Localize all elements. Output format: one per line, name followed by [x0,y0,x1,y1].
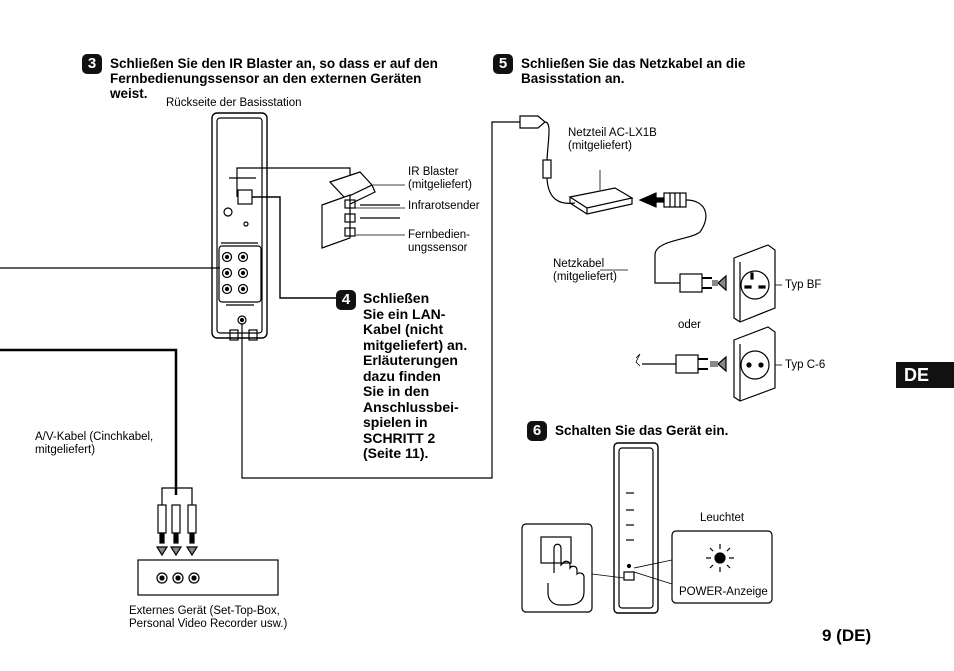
power-cable-label: Netzkabel (mitgeliefert) [553,258,617,284]
adapter-label: Netzteil AC-LX1B (mitgeliefert) [568,127,657,153]
ir-blaster-line-2: (mitgeliefert) [408,179,472,191]
step-4-line: Kabel (nicht [363,321,444,337]
sensor-label: Fernbedien- ungssensor [408,229,470,255]
ir-blaster-label: IR Blaster (mitgeliefert) [408,166,472,192]
plug-bf-icon [679,273,727,293]
power-indicator-label: POWER-Anzeige [679,586,768,598]
step-6-heading: Schalten Sie das Gerät ein. [555,423,729,438]
step-3-line-2: Fernbedienungssensor an den externen Ger… [110,71,422,86]
lights-label: Leuchtet [700,512,745,524]
external-device-side [321,194,400,249]
ac-adapter-icon [568,187,634,215]
external-device-line-1: Externes Gerät (Set-Top-Box, [129,605,280,617]
page-number: 9 (DE) [822,626,872,645]
step-5-line-2: Basisstation an. [521,71,625,86]
step-4-line: Sie ein LAN- [363,305,446,322]
step-5-line-1: Schließen Sie das Netzkabel an die [521,56,746,71]
step-6-badge: 6 [527,421,547,441]
adapter-line-2: (mitgeliefert) [568,140,632,152]
step-4-line: (Seite 11). [363,445,429,461]
or-label: oder [678,319,702,331]
rear-label: Rückseite der Basisstation [166,97,302,109]
external-device-line-2: Personal Video Recorder usw.) [129,618,288,630]
step-4-line: Erläuterungen [363,352,458,368]
sensor-line-2: ungssensor [408,242,468,254]
power-cable-line-1: Netzkabel [553,258,605,270]
step-4-line: Anschlussbei- [363,398,459,415]
ir-blaster-line-1: IR Blaster [408,166,459,178]
step-4-line: Sie in den [363,383,430,399]
av-plugs-icon [155,487,199,557]
lan-cable [252,196,345,299]
external-device-label: Externes Gerät (Set-Top-Box, Personal Vi… [129,605,287,631]
power-cable-line-2: (mitgeliefert) [553,271,617,283]
step-4-line: SCHRITT 2 [363,429,436,446]
type-c6-label: Typ C-6 [785,359,826,371]
step-5-badge: 5 [493,54,513,74]
sensor-line-1: Fernbedien- [408,229,471,241]
language-tab: DE [896,362,954,388]
external-device-icon [137,559,279,596]
step-3-heading: Schließen Sie den IR Blaster an, so dass… [110,56,438,101]
step-4-line: dazu finden [363,367,441,384]
step-4-text: Schließen Sie ein LAN- Kabel (nicht mitg… [363,290,468,462]
step-5-heading: Schließen Sie das Netzkabel an die Basis… [521,56,745,86]
plug-c6-icon [635,353,727,374]
step-3-line-3: weist. [110,86,148,101]
power-cable-dc [241,121,520,479]
step-4-line: mitgeliefert) an. [363,336,468,353]
av-cable-line-2: mitgeliefert) [35,444,96,456]
type-bf-label: Typ BF [785,279,822,291]
av-cable [0,348,178,495]
av-cable-line-1: A/V-Kabel (Cinchkabel, [35,431,154,443]
step-4-line: Schließen [363,290,430,306]
step-3-badge: 3 [82,54,102,74]
emitter-label: Infrarotsender [408,200,480,212]
av-cable-label: A/V-Kabel (Cinchkabel, mitgeliefert) [35,431,153,457]
step-4-line: spielen in [363,414,428,430]
power-button-callout [521,523,625,613]
step-4-badge: 4 [336,290,356,310]
power-led-callout [633,530,773,604]
socket-bf-icon [733,244,776,323]
socket-c6-icon [733,326,776,402]
step-3-line-1: Schließen Sie den IR Blaster an, so dass… [110,56,438,71]
base-station-front [613,442,659,614]
adapter-line-1: Netzteil AC-LX1B [568,127,657,139]
base-station-rear [211,112,268,341]
dc-plug-icon [519,115,546,129]
